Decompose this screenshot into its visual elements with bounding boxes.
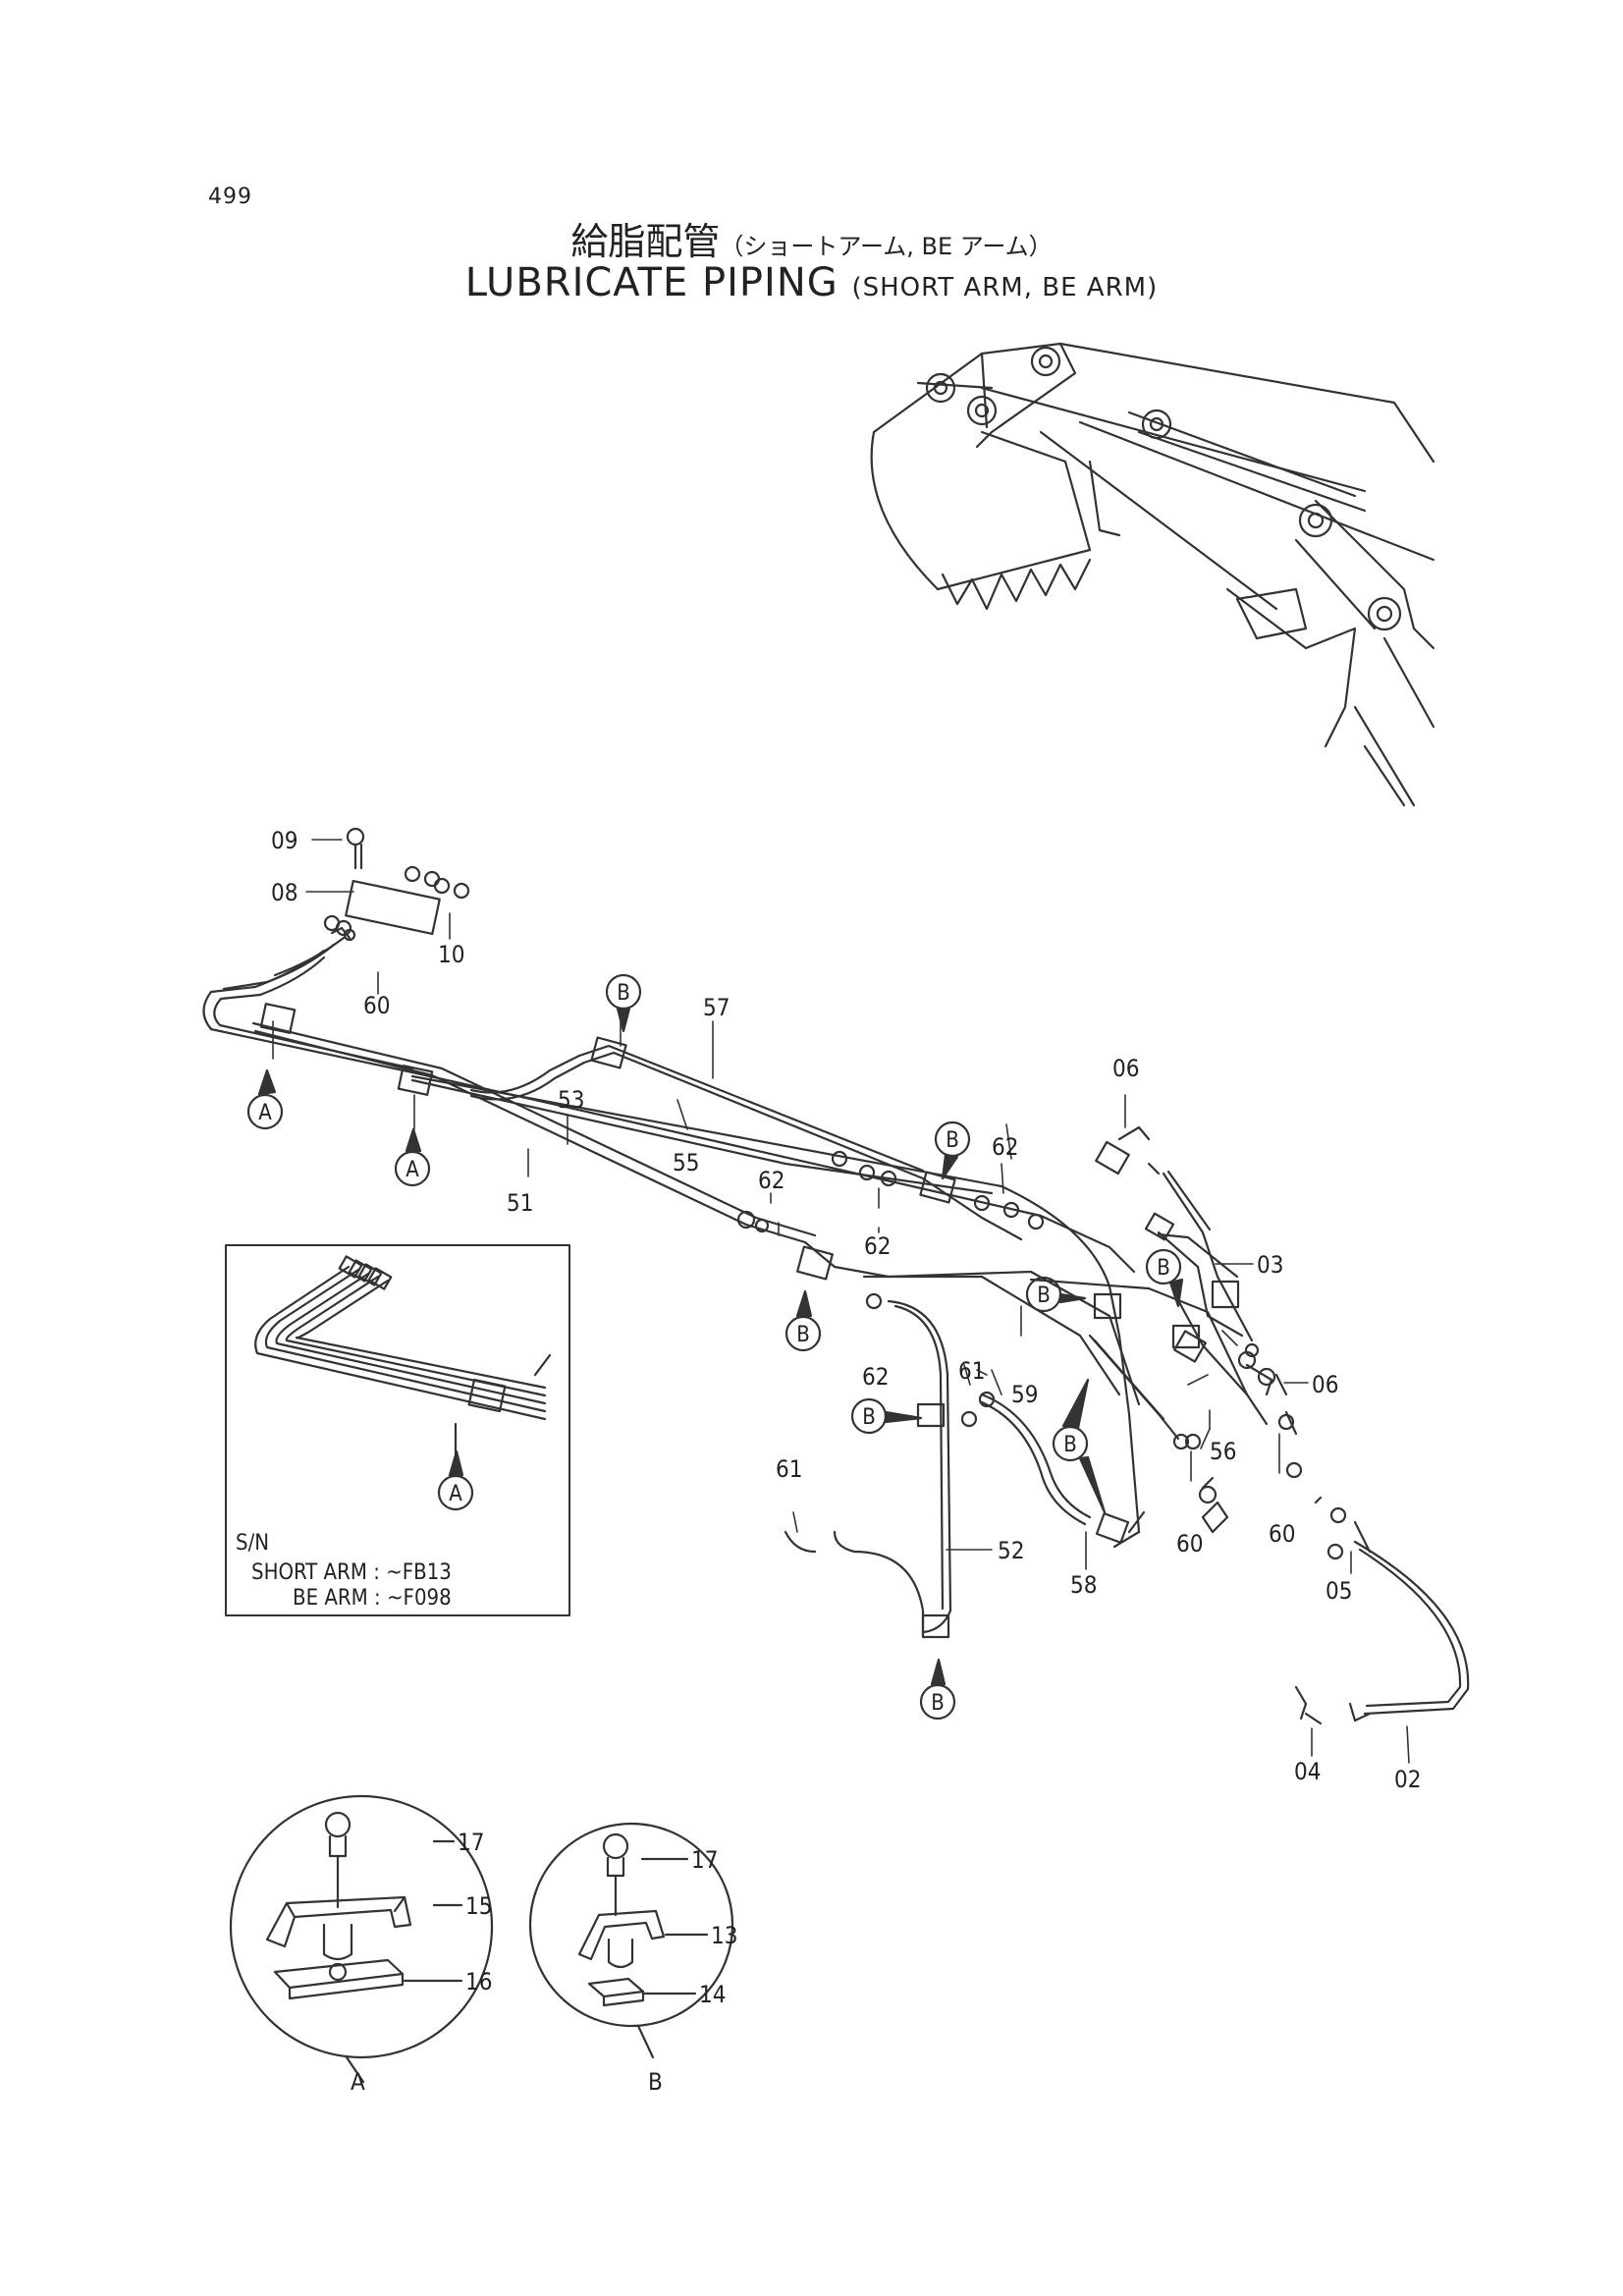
callout-60-mid: 60 [1176, 1530, 1203, 1558]
ref-b-1: B [617, 981, 630, 1006]
inset-note: S/N SHORT ARM : ~FB13 BE ARM : ~F098 [236, 1531, 452, 1611]
callout-17-b: 17 [691, 1846, 718, 1874]
inset-sn-box [225, 1244, 570, 1616]
callout-14: 14 [699, 1981, 726, 2008]
fittings [259, 827, 1372, 1725]
callout-55: 55 [673, 1149, 699, 1176]
ref-a-1: A [258, 1101, 272, 1125]
callout-58: 58 [1070, 1571, 1097, 1599]
callout-03: 03 [1257, 1251, 1283, 1279]
ref-b-4: B [1157, 1256, 1170, 1281]
callout-62-c: 62 [992, 1133, 1018, 1161]
detail-caption-a: A [351, 2068, 365, 2096]
sn-label: S/N [236, 1531, 269, 1556]
ref-b-2: B [946, 1128, 959, 1153]
callout-09: 09 [271, 827, 298, 854]
callout-59: 59 [1011, 1381, 1038, 1408]
title-jp-subtitle: （ショートアーム, BE アーム） [720, 233, 1053, 260]
ref-b-5: B [796, 1323, 810, 1347]
title-en-subtitle: (SHORT ARM, BE ARM) [851, 273, 1159, 302]
callout-62-d: 62 [862, 1363, 889, 1391]
callout-labels: 09 08 10 60 57 53 55 51 62 62 62 62 06 0… [271, 827, 1421, 2096]
callout-17-a: 17 [458, 1829, 484, 1856]
callout-62-a: 62 [758, 1167, 784, 1194]
callout-06-right: 06 [1312, 1371, 1338, 1398]
sn-be-arm: BE ARM : ~F098 [293, 1586, 452, 1611]
callout-06-top: 06 [1112, 1055, 1139, 1082]
arm-bucket-overview [870, 342, 1435, 807]
title-en-main: LUBRICATE PIPING [464, 260, 839, 305]
ref-b-7: B [1063, 1433, 1077, 1457]
callout-13: 13 [711, 1922, 737, 1949]
detail-caption-b: B [648, 2068, 663, 2096]
callout-60-right: 60 [1269, 1520, 1295, 1548]
leader-lines [272, 839, 1410, 1764]
callout-05: 05 [1325, 1577, 1352, 1605]
page-title: LUBRICATE PIPING (SHORT ARM, BE ARM) [0, 260, 1623, 305]
page-number: 499 [208, 185, 252, 209]
title-jp-main: 給脂配管 [570, 220, 721, 263]
callout-10: 10 [438, 941, 464, 968]
ref-a-2: A [406, 1158, 419, 1182]
callout-61-a: 61 [958, 1357, 985, 1385]
callout-51: 51 [507, 1189, 533, 1217]
callout-04: 04 [1294, 1758, 1321, 1785]
callout-53: 53 [558, 1086, 584, 1114]
circle-ref-markers [246, 973, 1184, 1721]
ref-b-3: B [1037, 1284, 1051, 1308]
callout-02: 02 [1394, 1766, 1421, 1793]
page-title-japanese: 給脂配管（ショートアーム, BE アーム） [0, 211, 1623, 265]
callout-08: 08 [271, 879, 298, 906]
circle-ref-letters: A A A B B B B B B B B [258, 981, 1170, 1716]
callout-62-b: 62 [864, 1232, 891, 1260]
callout-52: 52 [998, 1537, 1024, 1564]
detail-a [229, 1794, 494, 2059]
ref-a-inset: A [449, 1482, 462, 1506]
callout-15: 15 [465, 1892, 492, 1920]
sn-short-arm: SHORT ARM : ~FB13 [251, 1560, 452, 1585]
callout-57: 57 [703, 994, 730, 1021]
detail-b [345, 1822, 734, 2084]
callout-60-top: 60 [363, 992, 390, 1019]
callout-56: 56 [1210, 1438, 1236, 1465]
ref-b-8: B [931, 1691, 945, 1716]
callout-61-b: 61 [776, 1455, 802, 1483]
ref-b-6: B [862, 1405, 876, 1430]
callout-16: 16 [465, 1968, 492, 1995]
